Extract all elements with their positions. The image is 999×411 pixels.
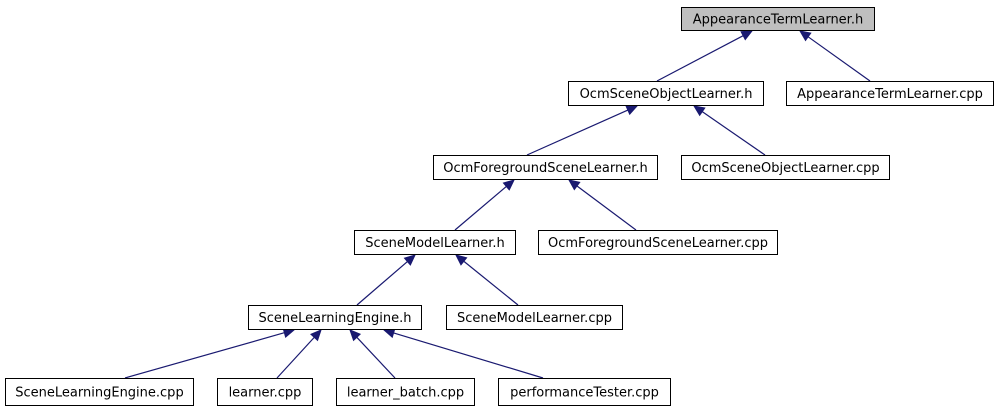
- edge-learner_batch_cpp-to-sle_h: [349, 329, 396, 379]
- edge-line: [576, 185, 637, 231]
- node-label: OcmSceneObjectLearner.cpp: [691, 161, 879, 176]
- edge-line: [393, 332, 544, 379]
- node-label: AppearanceTermLearner.h: [693, 13, 863, 28]
- edge-line: [276, 336, 315, 379]
- node-ofsl-cpp[interactable]: OcmForegroundSceneLearner.cpp: [538, 230, 778, 255]
- node-label: learner_batch.cpp: [347, 386, 464, 401]
- node-label: learner.cpp: [229, 386, 302, 401]
- node-label: SceneModelLearner.cpp: [457, 311, 612, 326]
- edge-line: [356, 261, 408, 306]
- node-box: [498, 378, 671, 406]
- edge-osol_cpp-to-osol_h: [692, 105, 766, 156]
- edges-layer: [124, 30, 871, 379]
- arrowhead-icon: [310, 329, 322, 342]
- edge-sml_h-to-ofsl_h: [454, 179, 515, 231]
- node-box: [433, 155, 658, 180]
- edge-perf_cpp-to-sle_h: [382, 327, 544, 379]
- arrowhead-icon: [799, 30, 812, 42]
- node-box: [681, 155, 890, 180]
- node-label: OcmForegroundSceneLearner.h: [443, 161, 648, 176]
- edge-line: [807, 36, 871, 82]
- edge-ofsl_cpp-to-ofsl_h: [568, 179, 637, 231]
- node-sml-h[interactable]: SceneModelLearner.h: [354, 230, 516, 255]
- edge-line: [356, 336, 396, 379]
- arrowhead-icon: [349, 329, 362, 342]
- node-sml-cpp[interactable]: SceneModelLearner.cpp: [446, 305, 623, 330]
- node-osol-h[interactable]: OcmSceneObjectLearner.h: [568, 81, 764, 106]
- node-label: SceneLearningEngine.cpp: [15, 386, 183, 401]
- arrowhead-icon: [502, 179, 515, 191]
- node-label: SceneModelLearner.h: [365, 236, 505, 251]
- edge-line: [124, 332, 285, 379]
- node-box: [5, 378, 194, 406]
- arrowhead-icon: [692, 105, 706, 117]
- arrowhead-icon: [740, 30, 754, 41]
- node-atl-cpp[interactable]: AppearanceTermLearner.cpp: [786, 81, 994, 106]
- edge-sml_cpp-to-sml_h: [455, 254, 519, 306]
- arrowhead-icon: [455, 254, 468, 266]
- edge-line: [526, 109, 629, 156]
- node-sle-h[interactable]: SceneLearningEngine.h: [248, 305, 422, 330]
- edge-line: [463, 260, 519, 306]
- edge-ofsl_h-to-osol_h: [526, 105, 639, 156]
- node-box: [568, 81, 764, 106]
- node-box: [681, 7, 875, 31]
- node-box: [217, 378, 313, 406]
- node-label: SceneLearningEngine.h: [259, 311, 412, 326]
- edge-learner_cpp-to-sle_h: [276, 329, 322, 379]
- edge-atl_cpp-to-atl_h: [799, 30, 871, 82]
- edge-sle_cpp-to-sle_h: [124, 327, 296, 379]
- nodes-layer: AppearanceTermLearner.hOcmSceneObjectLea…: [5, 7, 994, 406]
- edge-osol_h-to-atl_h: [656, 30, 754, 82]
- edge-line: [656, 35, 744, 82]
- node-label: OcmSceneObjectLearner.h: [580, 87, 753, 102]
- arrowhead-icon: [625, 105, 639, 116]
- arrowhead-icon: [568, 179, 581, 191]
- edge-sle_h-to-sml_h: [356, 254, 416, 306]
- node-box: [354, 230, 516, 255]
- node-osol-cpp[interactable]: OcmSceneObjectLearner.cpp: [681, 155, 890, 180]
- node-box: [538, 230, 778, 255]
- node-atl-h[interactable]: AppearanceTermLearner.h: [681, 7, 875, 31]
- node-box: [786, 81, 994, 106]
- node-learner-batch-cpp[interactable]: learner_batch.cpp: [336, 378, 475, 406]
- edge-line: [454, 186, 507, 231]
- arrowhead-icon: [403, 254, 416, 266]
- node-learner-cpp[interactable]: learner.cpp: [217, 378, 313, 406]
- node-box: [446, 305, 623, 330]
- node-label: AppearanceTermLearner.cpp: [797, 87, 983, 102]
- node-sle-cpp[interactable]: SceneLearningEngine.cpp: [5, 378, 194, 406]
- node-box: [248, 305, 422, 330]
- node-box: [336, 378, 475, 406]
- edge-line: [701, 111, 766, 156]
- node-label: OcmForegroundSceneLearner.cpp: [548, 236, 768, 251]
- node-ofsl-h[interactable]: OcmForegroundSceneLearner.h: [433, 155, 658, 180]
- node-perf-cpp[interactable]: performanceTester.cpp: [498, 378, 671, 406]
- node-label: performanceTester.cpp: [510, 386, 659, 401]
